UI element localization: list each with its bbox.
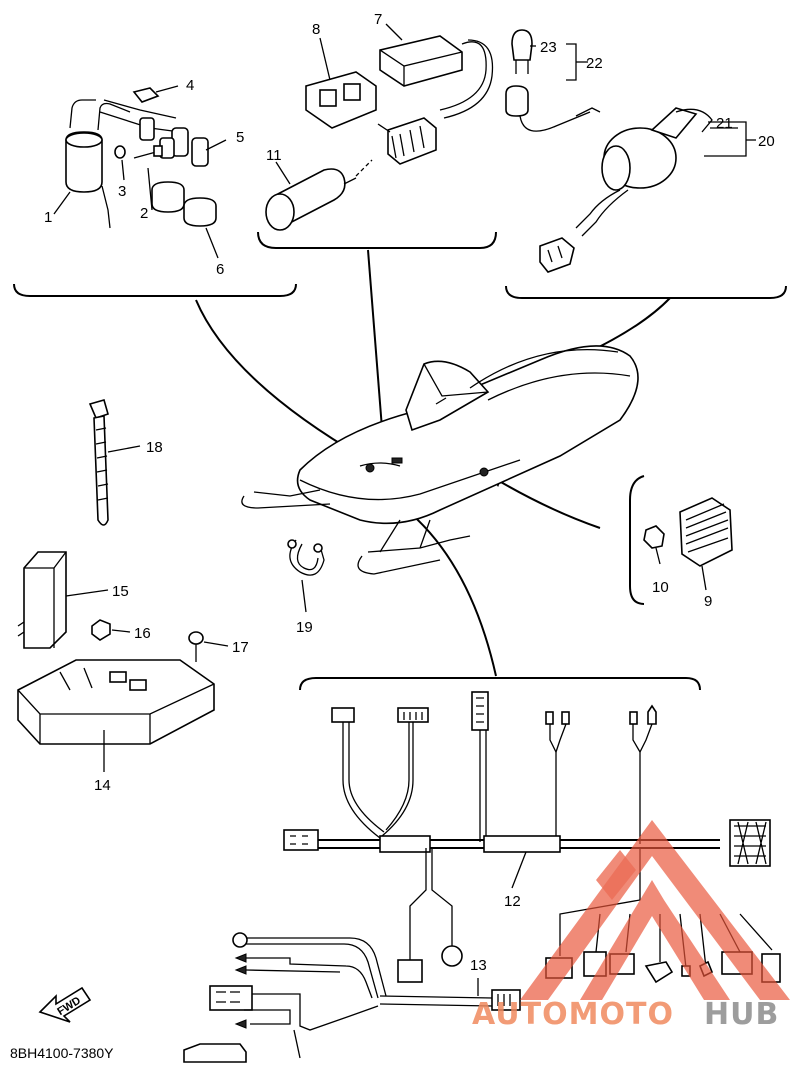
logo-triangle-outer (520, 820, 790, 1000)
logo-text-primary: AUTOMOTO (472, 997, 674, 1032)
callout-13: 13 (470, 957, 487, 974)
callout-23: 23 (540, 39, 557, 56)
callout-16: 16 (134, 625, 151, 642)
callout-7: 7 (374, 11, 382, 28)
callout-21: 21 (716, 115, 733, 132)
callout-6: 6 (216, 261, 224, 278)
callout-18: 18 (146, 439, 163, 456)
callout-2: 2 (140, 205, 148, 222)
callout-10: 10 (652, 579, 669, 596)
ignition-coil-group (13, 85, 297, 297)
rectifier-group (629, 475, 733, 605)
snowmobile-illustration (241, 345, 639, 575)
callout-19: 19 (296, 619, 313, 636)
forward-direction-arrow: FWD (38, 986, 92, 1023)
watermark-logo: AUTOMOTO HUB (472, 820, 790, 1032)
callout-5: 5 (236, 129, 244, 146)
callout-20: 20 (758, 133, 775, 150)
callout-8: 8 (312, 21, 320, 38)
bracket-parts-group (17, 399, 325, 772)
callout-labels: 1 2 3 4 5 6 7 8 9 10 11 12 13 14 15 16 1… (44, 11, 775, 974)
callout-17: 17 (232, 639, 249, 656)
callout-4: 4 (186, 77, 194, 94)
wire-harness-group (183, 677, 781, 1063)
main-switch-group (505, 29, 787, 299)
logo-text-secondary: HUB (704, 997, 779, 1032)
cdi-unit-group (257, 23, 497, 249)
part-code: 8BH4100-7380Y (10, 1045, 114, 1061)
logo-triangle-inner (580, 880, 730, 1000)
callout-11: 11 (266, 147, 282, 164)
callout-1: 1 (44, 209, 52, 226)
callout-14: 14 (94, 777, 111, 794)
callout-22: 22 (586, 55, 603, 72)
callout-9: 9 (704, 593, 712, 610)
callout-15: 15 (112, 583, 129, 600)
callout-3: 3 (118, 183, 126, 200)
callout-12: 12 (504, 893, 521, 910)
